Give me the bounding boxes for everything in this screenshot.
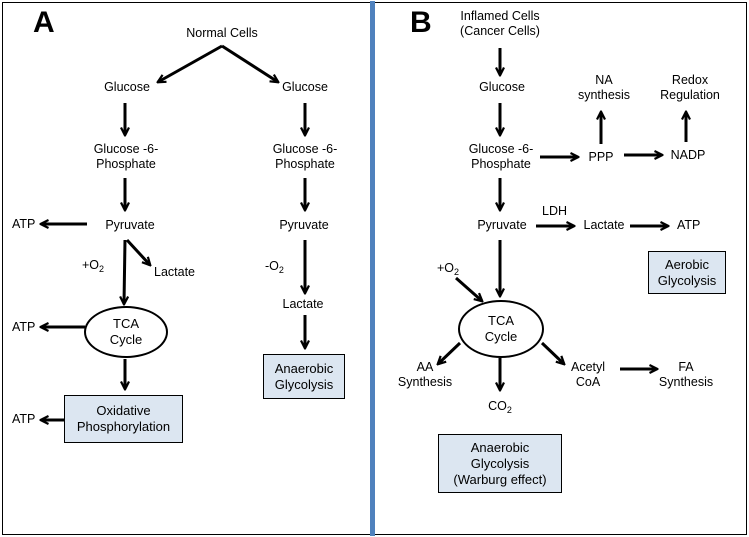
atp-label-1: ATP: [12, 217, 36, 231]
redox-regulation-label: Redox Regulation: [660, 73, 720, 102]
arrow-tca-to-aa-synthesis: [438, 341, 462, 364]
arrow-pyruvate-to-lactate-left: [125, 238, 150, 265]
arrow-pyruvate-to-tca-left: [124, 239, 125, 304]
anaerobic-glycolysis-box-a: Anaerobic Glycolysis: [263, 354, 345, 399]
plus-o2-label-b: +O2: [437, 261, 460, 277]
co2-label: CO2: [488, 399, 512, 415]
glucose-left-label: Glucose: [104, 80, 150, 94]
lactate-right-label: Lactate: [282, 297, 324, 311]
oxidative-phosphorylation-box: Oxidative Phosphorylation: [64, 395, 183, 443]
warburg-effect-box: Anaerobic Glycolysis (Warburg effect): [438, 434, 562, 493]
glucose-b-label: Glucose: [479, 80, 525, 94]
panel-divider: [370, 1, 375, 536]
atp-b-label: ATP: [677, 218, 701, 232]
acetyl-coa-label: Acetyl CoA: [570, 360, 606, 389]
plus-o2-label-a: +O2: [82, 258, 105, 274]
arrow-normal-to-glucose-right: [221, 44, 278, 82]
arrow-tca-to-acetyl-coa: [540, 341, 564, 364]
tca-cycle-b: TCA Cycle: [458, 300, 544, 358]
g6p-left-label: Glucose -6- Phosphate: [93, 142, 159, 171]
pyruvate-b-label: Pyruvate: [477, 218, 527, 232]
pyruvate-right-label: Pyruvate: [279, 218, 329, 232]
atp-label-3: ATP: [12, 412, 36, 426]
g6p-b-label: Glucose -6- Phosphate: [468, 142, 534, 171]
panel-b-label: B: [410, 6, 432, 39]
arrow-o2-to-tca: [455, 276, 482, 301]
aa-synthesis-label: AA Synthesis: [397, 360, 453, 389]
g6p-right-label: Glucose -6- Phosphate: [272, 142, 338, 171]
atp-label-2: ATP: [12, 320, 36, 334]
pyruvate-left-label: Pyruvate: [105, 218, 155, 232]
fa-synthesis-label: FA Synthesis: [658, 360, 714, 389]
nadp-label: NADP: [670, 148, 706, 162]
lactate-b-label: Lactate: [583, 218, 625, 232]
glucose-right-label: Glucose: [282, 80, 328, 94]
arrow-normal-to-glucose-left: [158, 44, 223, 82]
tca-cycle-a: TCA Cycle: [84, 306, 168, 358]
aerobic-glycolysis-box: Aerobic Glycolysis: [648, 251, 726, 294]
normal-cells-label: Normal Cells: [186, 26, 258, 40]
ldh-label: LDH: [542, 204, 568, 218]
na-synthesis-label: NA synthesis: [577, 73, 631, 102]
lactate-left-label: Lactate: [154, 265, 196, 279]
minus-o2-label: -O2: [265, 259, 284, 275]
inflamed-cells-label: Inflamed Cells (Cancer Cells): [460, 9, 540, 38]
panel-a-label: A: [33, 6, 55, 39]
ppp-label: PPP: [588, 150, 614, 164]
